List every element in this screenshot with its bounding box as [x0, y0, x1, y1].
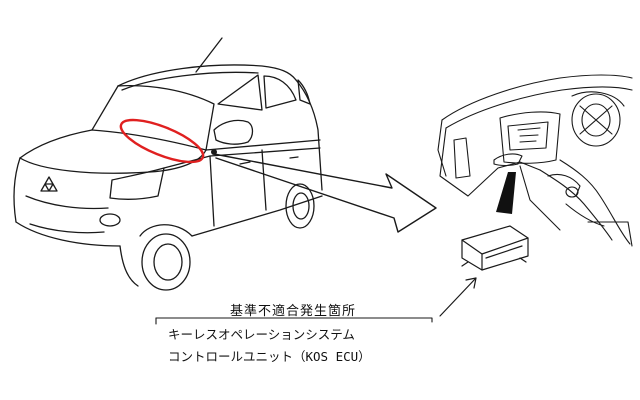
callout-bracket: [155, 317, 433, 325]
car-illustration: [13, 37, 323, 291]
part-name-line-1: キーレスオペレーションシステム: [168, 327, 355, 342]
ecu-module-illustration: [461, 225, 529, 271]
callout-leader-arrow: [439, 277, 477, 317]
pointer-arrow: [213, 153, 437, 233]
nonconformity-location-label: 基準不適合発生箇所: [230, 304, 357, 319]
ecu-pointer-wedge: [496, 172, 516, 214]
part-name-callout: キーレスオペレーションシステム コントロールユニット（KOS ECU）: [164, 322, 490, 370]
dashboard-illustration: [437, 74, 633, 247]
marker-dot: [211, 149, 217, 155]
highlight-ellipse: [119, 118, 205, 164]
part-name-line-2: コントロールユニット（KOS ECU）: [168, 349, 371, 364]
